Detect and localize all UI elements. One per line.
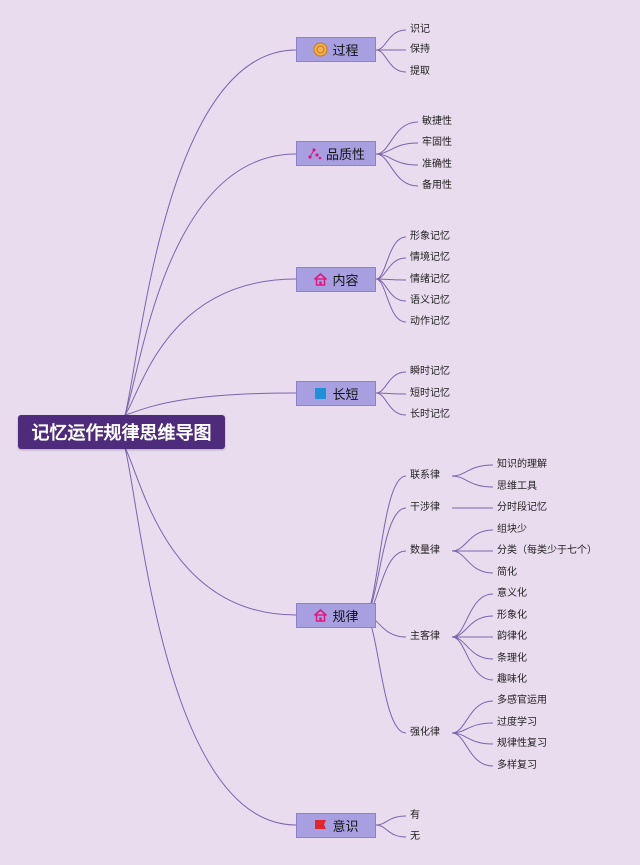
leaf-item[interactable]: 趣味化: [497, 674, 527, 685]
sparkle-icon: [307, 146, 322, 161]
branch-content[interactable]: 内容: [296, 267, 376, 292]
red-flag-icon: [313, 818, 328, 833]
leaf-item[interactable]: 牢固性: [422, 137, 452, 148]
branch-label: 内容: [332, 274, 359, 289]
leaf-item[interactable]: 情境记忆: [410, 252, 450, 263]
leaf-item[interactable]: 意义化: [497, 588, 527, 599]
leaf-connector: [375, 392, 407, 395]
leaf-connector: [451, 700, 494, 734]
leaf-item[interactable]: 备用性: [422, 180, 452, 191]
leaf-item[interactable]: 分时段记忆: [497, 502, 547, 513]
root-topic[interactable]: 记忆运作规律思维导图: [18, 415, 225, 449]
trunk-line: [124, 392, 297, 416]
leaf-connector: [451, 529, 494, 552]
leaf-item[interactable]: 组块少: [497, 524, 527, 535]
leaf-connector: [451, 732, 494, 767]
branch-consciousness[interactable]: 意识: [296, 813, 376, 838]
branch-label: 长短: [332, 388, 359, 403]
leaf-item[interactable]: 保持: [410, 44, 430, 55]
leaf-item[interactable]: 长时记忆: [410, 409, 450, 420]
leaf-item[interactable]: 形象记忆: [410, 231, 450, 242]
house-icon: [313, 272, 328, 287]
medal-icon: [313, 42, 328, 57]
leaf-connector: [375, 121, 419, 155]
leaf-connector: [375, 29, 407, 51]
branch-laws[interactable]: 规律: [296, 603, 376, 628]
leaf-connector: [451, 615, 494, 638]
leaf-item[interactable]: 识记: [410, 24, 430, 35]
leaf-item[interactable]: 思维工具: [497, 481, 537, 492]
trunk-line: [124, 447, 297, 616]
branch-label: 过程: [332, 44, 359, 59]
leaf-item[interactable]: 分类（每类少于七个）: [497, 545, 597, 556]
sub-branch[interactable]: 主客律: [410, 631, 440, 642]
leaf-connector: [375, 815, 407, 826]
leaf-item[interactable]: 短时记忆: [410, 388, 450, 399]
leaf-item[interactable]: 敏捷性: [422, 116, 452, 127]
leaf-item[interactable]: 提取: [410, 66, 430, 77]
blue-flag-icon: [313, 386, 328, 401]
leaf-connector: [375, 49, 407, 73]
trunk-line: [124, 153, 297, 416]
leaf-connector: [375, 824, 407, 838]
leaf-item[interactable]: 规律性复习: [497, 738, 547, 749]
leaf-item[interactable]: 多样复习: [497, 760, 537, 771]
sub-branch[interactable]: 干涉律: [410, 502, 440, 513]
trunk-line: [124, 278, 297, 416]
leaf-connector: [451, 593, 494, 638]
leaf-item[interactable]: 条理化: [497, 653, 527, 664]
trunk-line: [124, 447, 297, 826]
leaf-item[interactable]: 韵律化: [497, 631, 527, 642]
leaf-connector: [375, 153, 419, 187]
leaf-item[interactable]: 情绪记忆: [410, 274, 450, 285]
leaf-item[interactable]: 多感官运用: [497, 695, 547, 706]
leaf-connector: [451, 550, 494, 574]
sub-branch[interactable]: 强化律: [410, 727, 440, 738]
leaf-connector: [451, 464, 494, 477]
branch-quality[interactable]: 品质性: [296, 141, 376, 166]
leaf-connector: [375, 257, 407, 280]
leaf-connector: [451, 636, 494, 681]
trunk-line: [124, 49, 297, 416]
branch-duration[interactable]: 长短: [296, 381, 376, 406]
sub-branch[interactable]: 数量律: [410, 545, 440, 556]
leaf-item[interactable]: 过度学习: [497, 717, 537, 728]
leaf-item[interactable]: 知识的理解: [497, 459, 547, 470]
leaf-connector: [375, 278, 407, 281]
leaf-item[interactable]: 无: [410, 831, 420, 842]
leaf-connector: [451, 722, 494, 734]
branch-process[interactable]: 过程: [296, 37, 376, 62]
leaf-connector: [451, 732, 494, 745]
leaf-connector: [375, 278, 407, 323]
leaf-connector: [375, 371, 407, 394]
house-icon: [313, 608, 328, 623]
sub-connector: [363, 614, 407, 734]
leaf-connector: [375, 236, 407, 280]
leaf-item[interactable]: 语义记忆: [410, 295, 450, 306]
leaf-connector: [375, 142, 419, 155]
leaf-item[interactable]: 瞬时记忆: [410, 366, 450, 377]
sub-branch[interactable]: 联系律: [410, 470, 440, 481]
leaf-connector: [451, 475, 494, 488]
leaf-item[interactable]: 简化: [497, 567, 517, 578]
leaf-item[interactable]: 准确性: [422, 159, 452, 170]
leaf-item[interactable]: 动作记忆: [410, 316, 450, 327]
leaf-connector: [375, 392, 407, 416]
branch-label: 品质性: [325, 148, 365, 163]
leaf-item[interactable]: 形象化: [497, 610, 527, 621]
branch-label: 规律: [332, 610, 359, 625]
leaf-item[interactable]: 有: [410, 810, 420, 821]
branch-label: 意识: [332, 820, 359, 835]
